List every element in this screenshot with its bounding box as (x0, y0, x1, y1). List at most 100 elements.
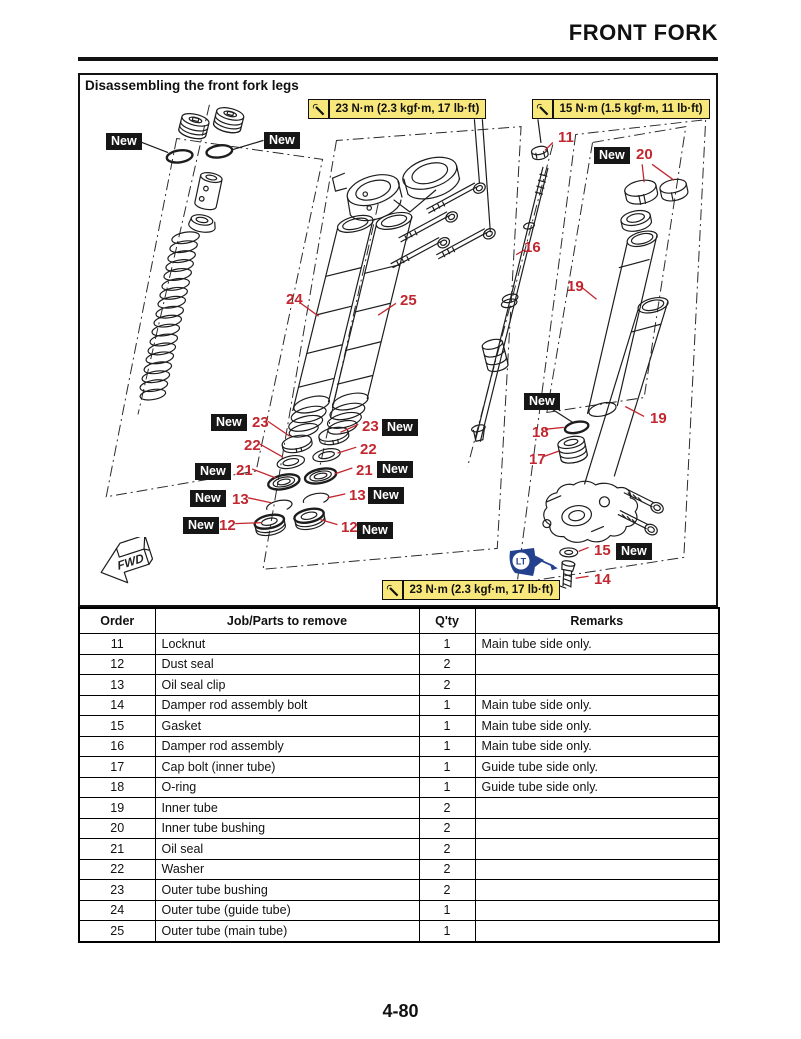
figure-title: Disassembling the front fork legs (85, 78, 299, 93)
cell-job: O-ring (154, 776, 420, 798)
torque-label-divider (402, 581, 404, 599)
cell-order: 24 (78, 899, 156, 921)
table-row: 22 Washer 2 (78, 858, 720, 880)
cell-remarks: Main tube side only. (474, 715, 720, 737)
callout-22-left: 22 (244, 437, 261, 454)
new-label-cap-right: New (264, 132, 300, 149)
parts-table-body: 11 Locknut 1 Main tube side only. 12 Dus… (78, 633, 720, 942)
cell-job: Outer tube bushing (154, 879, 420, 901)
cell-qty: 1 (418, 756, 476, 778)
new-label-cap-left: New (106, 133, 142, 150)
cap-bolt-17-drawing (557, 435, 588, 464)
new-label-21-left: New (195, 463, 231, 480)
callout-12-left: 12 (219, 517, 236, 534)
parts-table: Order Job/Parts to remove Q'ty Remarks 1… (78, 607, 720, 943)
torque-label-bottom: 23 N·m (2.3 kgf·m, 17 lb·ft) (382, 580, 561, 600)
cell-remarks: Guide tube side only. (474, 776, 720, 798)
torque-value: 23 N·m (2.3 kgf·m, 17 lb·ft) (335, 103, 480, 115)
new-label-20: New (594, 147, 630, 164)
middle-frame (262, 126, 522, 570)
cell-order: 16 (78, 735, 156, 757)
callout-16: 16 (524, 239, 541, 256)
torque-label-top-right: 15 N·m (1.5 kgf·m, 11 lb·ft) (532, 99, 710, 119)
damper-bolt-14-drawing (561, 560, 576, 588)
table-row: 16 Damper rod assembly 1 Main tube side … (78, 735, 720, 757)
table-row: 17 Cap bolt (inner tube) 1 Guide tube si… (78, 756, 720, 778)
new-label-15: New (616, 543, 652, 560)
cell-order: 14 (78, 694, 156, 716)
new-label-13-left: New (190, 490, 226, 507)
cell-order: 15 (78, 715, 156, 737)
inner-tube-19b-drawing (583, 296, 669, 485)
new-label-21-right: New (377, 461, 413, 478)
callout-21-left: 21 (236, 462, 253, 479)
cell-job: Oil seal (154, 838, 420, 860)
cell-remarks: Main tube side only. (474, 694, 720, 716)
callout-12-right: 12 (341, 519, 358, 536)
cell-qty: 2 (418, 797, 476, 819)
callout-23-left: 23 (252, 414, 269, 431)
torque-value: 15 N·m (1.5 kgf·m, 11 lb·ft) (559, 103, 703, 115)
callout-13-left: 13 (232, 491, 249, 508)
callout-22-right: 22 (360, 441, 377, 458)
torque-wrench-icon (536, 103, 549, 115)
cell-qty: 1 (418, 776, 476, 798)
cell-qty: 1 (418, 694, 476, 716)
red-leaders (235, 142, 675, 579)
callout-13-right: 13 (349, 487, 366, 504)
cell-remarks (474, 674, 720, 696)
cell-order: 11 (78, 633, 156, 655)
new-label-12-left: New (183, 517, 219, 534)
torque-label-divider (328, 100, 330, 118)
cell-order: 23 (78, 879, 156, 901)
cell-qty: 2 (418, 653, 476, 675)
table-row: 13 Oil seal clip 2 (78, 674, 720, 696)
callout-24: 24 (286, 291, 303, 308)
table-row: 21 Oil seal 2 (78, 838, 720, 860)
new-label-12-right: New (357, 522, 393, 539)
damper-rod-drawing (471, 166, 549, 442)
gasket-15-drawing (559, 547, 579, 558)
outer-tube-24-drawing (288, 214, 374, 438)
parts-table-header-row: Order Job/Parts to remove Q'ty Remarks (78, 607, 720, 634)
torque-label-divider (552, 100, 554, 118)
callout-11: 11 (558, 129, 574, 146)
cell-remarks (474, 879, 720, 901)
figure-box: Disassembling the front fork legs 23 N·m… (78, 73, 718, 607)
callout-18: 18 (532, 424, 549, 441)
cell-job: Locknut (154, 633, 420, 655)
table-row: 20 Inner tube bushing 2 (78, 817, 720, 839)
torque-wrench-icon (386, 584, 399, 596)
seal-stack-right (293, 426, 350, 531)
cell-qty: 1 (418, 899, 476, 921)
spring-seat-drawing (188, 214, 216, 233)
inner-tube-19a-drawing (586, 230, 658, 418)
new-label-23-right: New (382, 419, 418, 436)
column-header-qty: Q'ty (418, 607, 476, 634)
cell-job: Oil seal clip (154, 674, 420, 696)
cell-qty: 1 (418, 715, 476, 737)
table-row: 14 Damper rod assembly bolt 1 Main tube … (78, 694, 720, 716)
cell-qty: 2 (418, 674, 476, 696)
cell-qty: 2 (418, 879, 476, 901)
callout-19-lower: 19 (650, 410, 667, 427)
cell-order: 21 (78, 838, 156, 860)
cell-order: 22 (78, 858, 156, 880)
cell-job: Cap bolt (inner tube) (154, 756, 420, 778)
cell-job: Gasket (154, 715, 420, 737)
cell-qty: 2 (418, 858, 476, 880)
cell-order: 17 (78, 756, 156, 778)
fork-spring-drawing (139, 231, 200, 401)
outer-tube-25-drawing (326, 211, 413, 435)
loctite-icon: LT (509, 548, 544, 576)
cell-remarks: Guide tube side only. (474, 756, 720, 778)
bushing-seat-drawing (620, 209, 652, 232)
table-row: 12 Dust seal 2 (78, 653, 720, 675)
cell-job: Inner tube bushing (154, 817, 420, 839)
cell-qty: 2 (418, 817, 476, 839)
cap-bolt-left-drawing (178, 113, 210, 140)
cell-order: 20 (78, 817, 156, 839)
cell-job: Damper rod assembly bolt (154, 694, 420, 716)
callout-15: 15 (594, 542, 611, 559)
